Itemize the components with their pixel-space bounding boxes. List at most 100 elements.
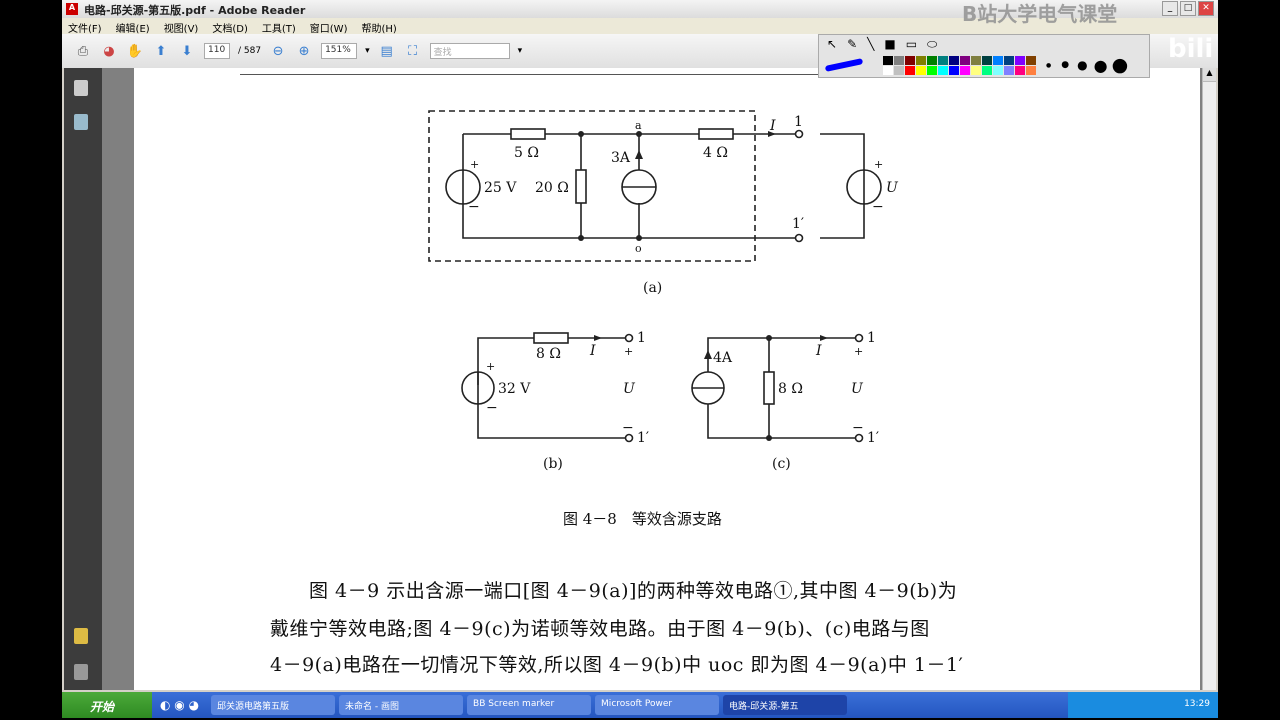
maximize-button[interactable]: □ xyxy=(1180,1,1196,16)
menu-help[interactable]: 帮助(H) xyxy=(361,24,397,35)
color-swatch[interactable] xyxy=(1015,65,1025,75)
current-pen-swatch[interactable] xyxy=(823,57,867,73)
plus-sign: + xyxy=(874,158,883,171)
task-button[interactable]: 邱关源电路第五版 xyxy=(211,695,336,715)
color-swatch[interactable] xyxy=(938,55,948,65)
menu-window[interactable]: 窗口(W) xyxy=(309,24,348,35)
brush-size-3[interactable]: ● xyxy=(1077,58,1088,72)
color-swatch[interactable] xyxy=(916,55,926,65)
menu-document[interactable]: 文档(D) xyxy=(212,24,248,35)
color-swatch[interactable] xyxy=(949,55,959,65)
page-number-input[interactable]: 110 xyxy=(204,43,230,59)
task-button-active[interactable]: 电路-邱关源-第五 xyxy=(723,695,848,715)
color-swatch[interactable] xyxy=(993,55,1003,65)
color-swatch[interactable] xyxy=(894,65,904,75)
port-1p-b: 1′ xyxy=(637,430,649,446)
color-swatch[interactable] xyxy=(1004,55,1014,65)
color-swatch[interactable] xyxy=(993,65,1003,75)
zoom-dropdown-icon[interactable]: ▾ xyxy=(365,46,370,56)
label-3a: 3A xyxy=(611,150,631,166)
next-page-icon[interactable]: ⬇ xyxy=(181,43,193,59)
email-icon[interactable]: ◕ xyxy=(103,43,115,59)
color-swatch[interactable] xyxy=(982,55,992,65)
clock: 13:29 xyxy=(1184,699,1210,709)
search-input[interactable]: 查找 xyxy=(429,43,510,59)
vertical-scrollbar[interactable]: ▲ xyxy=(1202,68,1216,690)
print-icon[interactable]: ⎙ xyxy=(77,43,89,59)
brush-size-4[interactable]: ● xyxy=(1093,55,1108,75)
task-button[interactable]: Microsoft Power xyxy=(595,695,720,715)
color-swatch[interactable] xyxy=(960,65,970,75)
color-swatch[interactable] xyxy=(960,55,970,65)
color-swatch[interactable] xyxy=(927,55,937,65)
menu-edit[interactable]: 编辑(E) xyxy=(115,24,150,35)
color-swatch[interactable] xyxy=(894,55,904,65)
label-25v: 25 V xyxy=(484,180,517,196)
menu-tools[interactable]: 工具(T) xyxy=(261,24,296,35)
window-title: 电路-邱关源-第五版.pdf - Adobe Reader xyxy=(84,4,306,17)
pen-tool-icon[interactable]: ✎ xyxy=(847,37,858,51)
page-total: / 587 xyxy=(238,46,262,56)
label-u-a: U xyxy=(886,180,899,196)
color-swatch[interactable] xyxy=(883,65,893,75)
adobe-reader-window: A 电路-邱关源-第五版.pdf - Adobe Reader _ □ ✕ 文件… xyxy=(62,0,1218,692)
color-swatch[interactable] xyxy=(971,65,981,75)
fit-width-icon[interactable]: ⛶ xyxy=(408,43,418,59)
plus-sign: + xyxy=(486,360,495,373)
task-button[interactable]: BB Screen marker xyxy=(467,695,592,715)
start-button[interactable]: 开始 xyxy=(62,692,152,718)
attachments-icon[interactable] xyxy=(74,664,88,680)
watermark-text: B站大学电气课堂 xyxy=(962,2,1118,26)
fit-page-icon[interactable]: ▤ xyxy=(380,43,393,59)
zoom-out-icon[interactable]: ⊖ xyxy=(272,43,284,59)
color-swatch[interactable] xyxy=(883,55,893,65)
rect-tool-icon[interactable]: ▭ xyxy=(905,37,918,51)
label-current-b: I xyxy=(589,343,596,359)
brush-size-1[interactable]: ● xyxy=(1046,61,1052,69)
comments-icon[interactable] xyxy=(74,628,88,644)
bookmarks-icon[interactable] xyxy=(74,114,88,130)
color-swatch[interactable] xyxy=(1026,65,1036,75)
color-swatch[interactable] xyxy=(1004,65,1014,75)
filled-rect-tool-icon[interactable]: ■ xyxy=(884,37,896,51)
line-tool-icon[interactable]: ╲ xyxy=(867,37,875,51)
close-button[interactable]: ✕ xyxy=(1198,1,1214,16)
label-u-c: U xyxy=(851,381,864,397)
menu-file[interactable]: 文件(F) xyxy=(68,24,102,35)
minimize-button[interactable]: _ xyxy=(1162,1,1178,16)
search-dropdown-icon[interactable]: ▾ xyxy=(517,46,523,56)
paragraph-line: 戴维宁等效电路;图 4－9(c)为诺顿等效电路。由于图 4－9(b)、(c)电路… xyxy=(270,618,930,640)
color-swatch[interactable] xyxy=(916,65,926,75)
color-swatch[interactable] xyxy=(949,65,959,75)
color-swatch[interactable] xyxy=(971,55,981,65)
cursor-tool-icon[interactable]: ↖ xyxy=(827,37,838,51)
color-swatch[interactable] xyxy=(1026,55,1036,65)
zoom-input[interactable]: 151% xyxy=(321,43,358,59)
pages-icon[interactable] xyxy=(74,80,88,96)
color-swatch[interactable] xyxy=(1015,55,1025,65)
minus-sign: − xyxy=(872,199,884,215)
system-tray: 13:29 xyxy=(1068,692,1218,718)
ellipse-tool-icon[interactable]: ⬭ xyxy=(927,37,938,51)
brush-size-5[interactable]: ● xyxy=(1111,54,1129,76)
paragraph-line: 图 4－9 示出含源一端口[图 4－9(a)]的两种等效电路①,其中图 4－9(… xyxy=(270,580,958,602)
color-swatch[interactable] xyxy=(905,65,915,75)
hand-icon[interactable]: ✋ xyxy=(126,43,144,59)
quick-launch-icons[interactable]: ◐ ◉ ◕ xyxy=(160,698,200,712)
task-button[interactable]: 未命名 - 画图 xyxy=(339,695,464,715)
brush-size-2[interactable]: ● xyxy=(1061,60,1070,70)
prev-page-icon[interactable]: ⬆ xyxy=(155,43,167,59)
color-palette xyxy=(883,55,1036,75)
zoom-in-icon[interactable]: ⊕ xyxy=(298,43,310,59)
menu-view[interactable]: 视图(V) xyxy=(163,24,199,35)
scroll-up-icon[interactable]: ▲ xyxy=(1203,68,1216,82)
color-swatch[interactable] xyxy=(938,65,948,75)
caption-b: (b) xyxy=(543,456,563,472)
pdf-page xyxy=(134,68,1200,690)
resistor-4ohm xyxy=(698,128,734,140)
color-swatch[interactable] xyxy=(982,65,992,75)
color-swatch[interactable] xyxy=(927,65,937,75)
paragraph-line: 4－9(a)电路在一切情况下等效,所以图 4－9(b)中 uoc 即为图 4－9… xyxy=(270,654,964,676)
color-swatch[interactable] xyxy=(905,55,915,65)
